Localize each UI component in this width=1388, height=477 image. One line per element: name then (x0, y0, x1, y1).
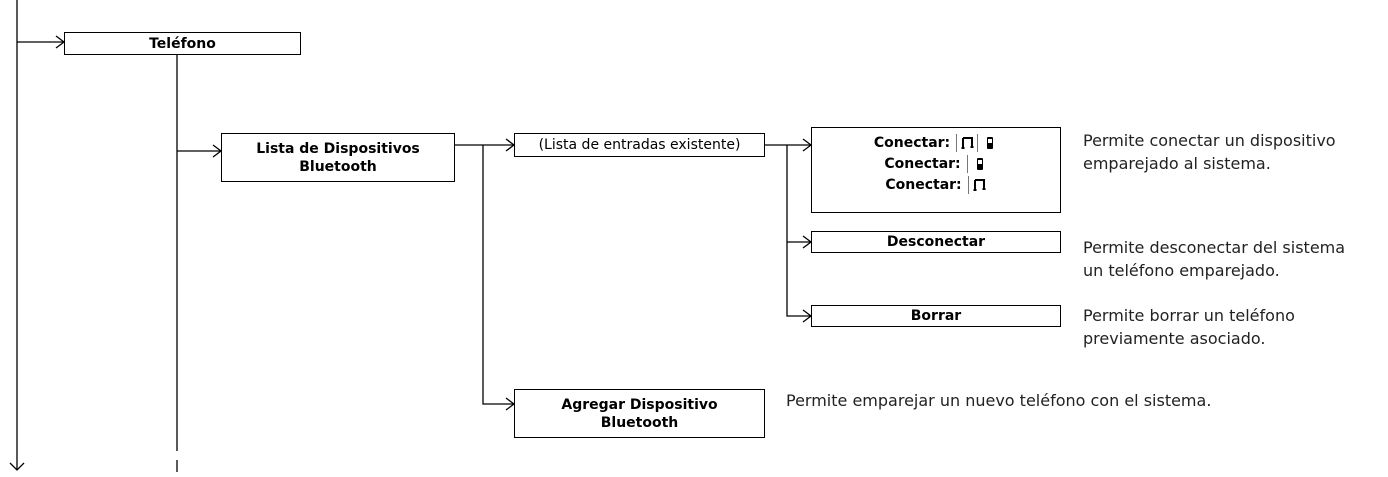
delete-box: Borrar (811, 305, 1061, 327)
connect-option-label: Conectar: (873, 134, 951, 151)
connector-delete (786, 145, 811, 317)
down-arrow-icon (9, 462, 25, 471)
add-device-label-1: Agregar Dispositivo (561, 396, 718, 413)
connect-description-line-2: emparejado al sistema. (1083, 154, 1271, 173)
add-device-box: Agregar Dispositivo Bluetooth (514, 389, 765, 438)
connect-description: Permite conectar un dispositivo empareja… (1083, 129, 1336, 175)
connect-option-3: Conectar: (885, 174, 986, 195)
music-note-icon (956, 133, 975, 152)
delete-label: Borrar (910, 308, 962, 324)
connect-description-line-1: Permite conectar un dispositivo (1083, 131, 1336, 150)
existing-entries-box: (Lista de entradas existente) (514, 133, 765, 157)
bluetooth-list-box: Lista de Dispositivos Bluetooth (221, 133, 455, 182)
telefono-label: Teléfono (149, 35, 216, 52)
add-device-description: Permite emparejar un nuevo teléfono con … (786, 389, 1211, 412)
delete-description: Permite borrar un teléfono previamente a… (1083, 304, 1295, 350)
delete-description-line-2: previamente asociado. (1083, 329, 1266, 348)
connect-box: Conectar: Conectar: Conectar: (811, 127, 1061, 213)
disconnect-box: Desconectar (811, 231, 1061, 253)
connector-add-device (482, 145, 514, 405)
bluetooth-list-label-1: Lista de Dispositivos (256, 140, 420, 157)
bluetooth-list-label-2: Bluetooth (299, 158, 377, 175)
add-device-description-text: Permite emparejar un nuevo teléfono con … (786, 391, 1212, 410)
connect-option-label: Conectar: (884, 155, 961, 172)
delete-description-line-1: Permite borrar un teléfono (1083, 306, 1295, 325)
phone-icon (977, 133, 998, 152)
existing-entries-label: (Lista de entradas existente) (538, 137, 741, 153)
telefono-box: Teléfono (64, 32, 301, 55)
disconnect-description: Permite desconectar del sistema un teléf… (1083, 236, 1345, 282)
connect-option-label: Conectar: (885, 176, 962, 193)
disconnect-description-line-2: un teléfono emparejado. (1083, 261, 1280, 280)
music-note-icon (967, 175, 987, 194)
disconnect-description-line-1: Permite desconectar del sistema (1083, 238, 1346, 257)
phone-icon (966, 154, 988, 173)
add-device-label-2: Bluetooth (600, 414, 679, 431)
connect-option-2: Conectar: (884, 153, 987, 174)
disconnect-label: Desconectar (886, 234, 986, 250)
connect-option-1: Conectar: (874, 132, 998, 153)
